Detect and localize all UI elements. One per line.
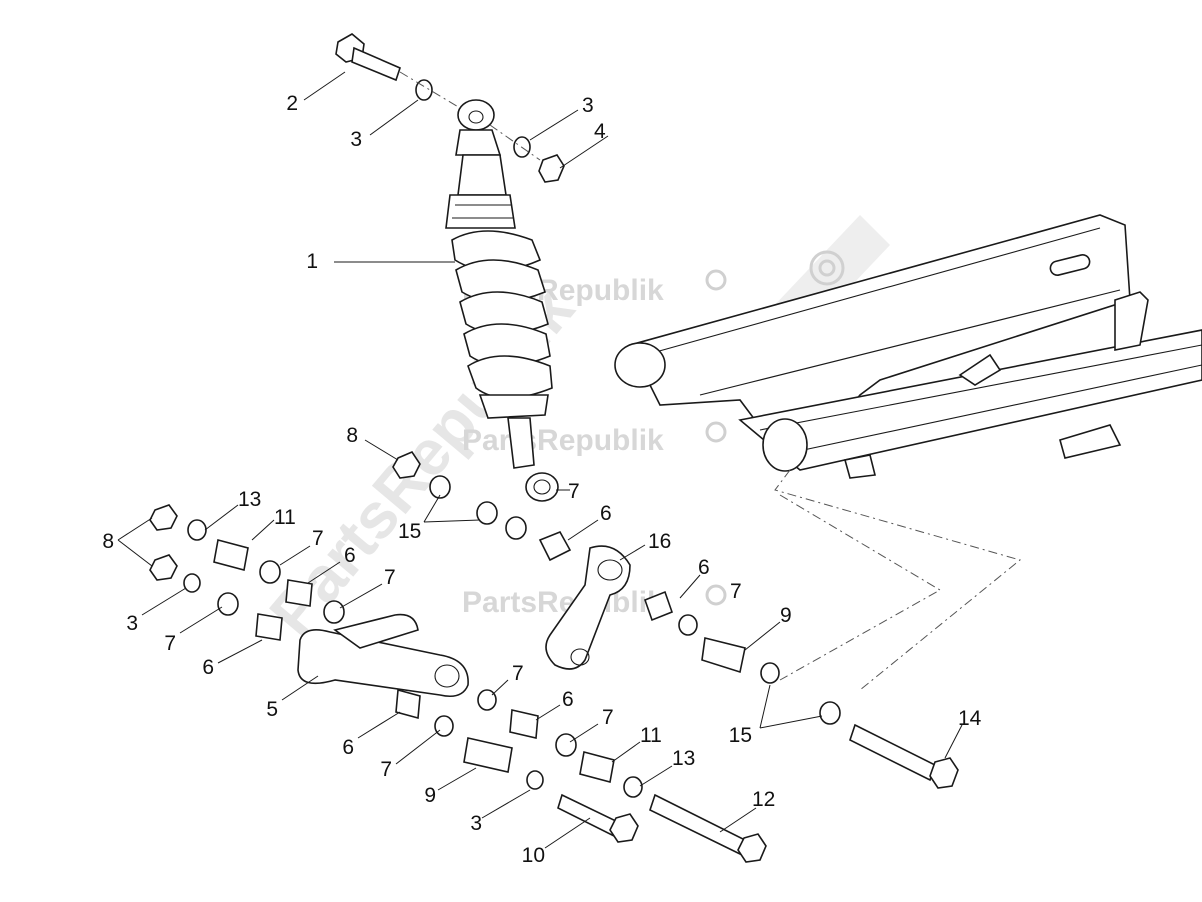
bushing-low-mid (509, 709, 539, 739)
callout-6b: 6 (344, 544, 356, 567)
linkage-rocker (545, 545, 631, 670)
callout-9b: 9 (780, 604, 792, 627)
washer-left-lower (183, 573, 201, 593)
nut-mid (392, 451, 421, 479)
callout-7g: 7 (380, 758, 392, 781)
nut-left-lower (149, 554, 178, 581)
callout-15a: 15 (398, 520, 421, 543)
washer-low-right (623, 776, 643, 798)
callout-2: 2 (286, 92, 298, 115)
ring-left-3 (217, 592, 239, 616)
callout-3c: 3 (126, 612, 138, 635)
bushing-left-1 (285, 579, 313, 607)
washer-right (678, 614, 698, 636)
callout-10: 10 (522, 844, 545, 867)
washer-right-3 (819, 701, 841, 725)
callout-7e: 7 (512, 662, 524, 685)
spacer-left (213, 539, 249, 571)
swingarm-frame (614, 214, 1202, 691)
bushing-low-left (395, 688, 421, 720)
washer-mid-1 (429, 475, 451, 499)
bushing-left-2 (255, 613, 283, 641)
callout-3b: 3 (582, 94, 594, 117)
callout-8b: 8 (102, 530, 114, 553)
watermark-text-2: PartsRepublik (462, 424, 664, 457)
watermark-text-3: PartsRepublik (462, 586, 664, 619)
bushing-ring-mid (505, 516, 527, 540)
ring-low-left (434, 715, 454, 737)
bolt-low-short (557, 793, 639, 843)
spacer-low-right (579, 751, 615, 783)
washer-left-upper (187, 519, 207, 541)
callout-11b: 11 (640, 724, 662, 747)
callout-7a: 7 (568, 480, 580, 503)
callout-16: 16 (648, 530, 671, 553)
callout-8a: 8 (346, 424, 358, 447)
callout-6a: 6 (600, 502, 612, 525)
callout-15b: 15 (729, 724, 752, 747)
callout-9a: 9 (424, 784, 436, 807)
callout-7h: 7 (730, 580, 742, 603)
callout-1: 1 (306, 250, 318, 273)
callout-7c: 7 (384, 566, 396, 589)
callout-6f: 6 (698, 556, 710, 579)
callout-5: 5 (266, 698, 278, 721)
callout-6d: 6 (562, 688, 574, 711)
nut-left-upper (149, 504, 178, 531)
callout-7b: 7 (312, 527, 324, 550)
spacer-right (701, 637, 746, 674)
shock-spring (451, 230, 553, 419)
callout-12: 12 (752, 788, 775, 811)
ring-low-right (555, 733, 577, 757)
callout-13b: 13 (672, 747, 695, 770)
callout-7f: 7 (602, 706, 614, 729)
dogbone-link (297, 613, 469, 698)
washer-right-2 (760, 662, 780, 684)
leader-lines (117, 71, 963, 849)
ring-low-mid (477, 689, 497, 711)
washer-low (526, 770, 544, 790)
callout-labels: 1 2 3 3 4 8 15 7 6 16 13 11 7 6 7 8 3 7 … (102, 92, 981, 867)
callout-7d: 7 (164, 632, 176, 655)
long-bolt-right (849, 723, 959, 789)
callout-4: 4 (594, 120, 606, 143)
washer-mid-2 (476, 501, 498, 525)
shock-absorber (445, 99, 559, 502)
bushing-right-upper (643, 590, 674, 622)
washer-top-left (415, 79, 433, 101)
callout-6c: 6 (202, 656, 214, 679)
nut-top (538, 154, 565, 183)
spacer-low (463, 737, 513, 773)
callout-3a: 3 (350, 128, 362, 151)
top-bolt (335, 33, 401, 82)
bushing-mid (538, 530, 572, 562)
callout-3d: 3 (470, 812, 482, 835)
bolt-low-long (649, 793, 767, 863)
ring-left-1 (259, 560, 281, 584)
callout-13a: 13 (238, 488, 261, 511)
callout-14: 14 (958, 707, 982, 730)
ring-left-2 (323, 600, 345, 624)
callout-11a: 11 (274, 506, 296, 529)
callout-6e: 6 (342, 736, 354, 759)
